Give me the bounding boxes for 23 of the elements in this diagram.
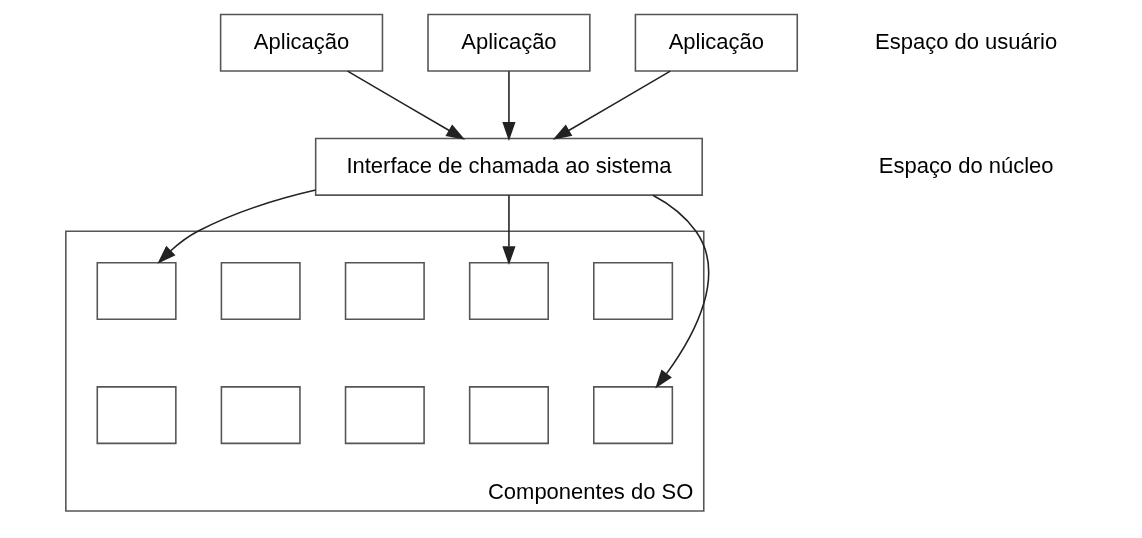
arrow (552, 70, 672, 140)
arrow (157, 189, 317, 264)
arrow (652, 194, 710, 389)
label: Espaço do núcleo (878, 152, 1054, 178)
node-box (220, 261, 301, 321)
node-box: Interface de chamada ao sistema (314, 137, 703, 196)
node-box: Aplicação (219, 13, 384, 72)
arrow (502, 194, 516, 266)
node-box (593, 261, 674, 321)
node-box: Aplicação (634, 13, 799, 72)
label: Espaço do usuário (875, 28, 1058, 54)
cluster: Componentes do SO (65, 230, 705, 512)
node-box (96, 386, 177, 445)
arrow (346, 70, 466, 140)
node-box (468, 261, 549, 321)
node-box (344, 261, 425, 321)
node-box (96, 261, 177, 321)
arrow (502, 70, 516, 141)
node-box (593, 386, 674, 445)
node-box (468, 386, 549, 445)
node-box: Aplicação (427, 13, 591, 72)
node-box (344, 386, 425, 445)
node-box (220, 386, 301, 445)
